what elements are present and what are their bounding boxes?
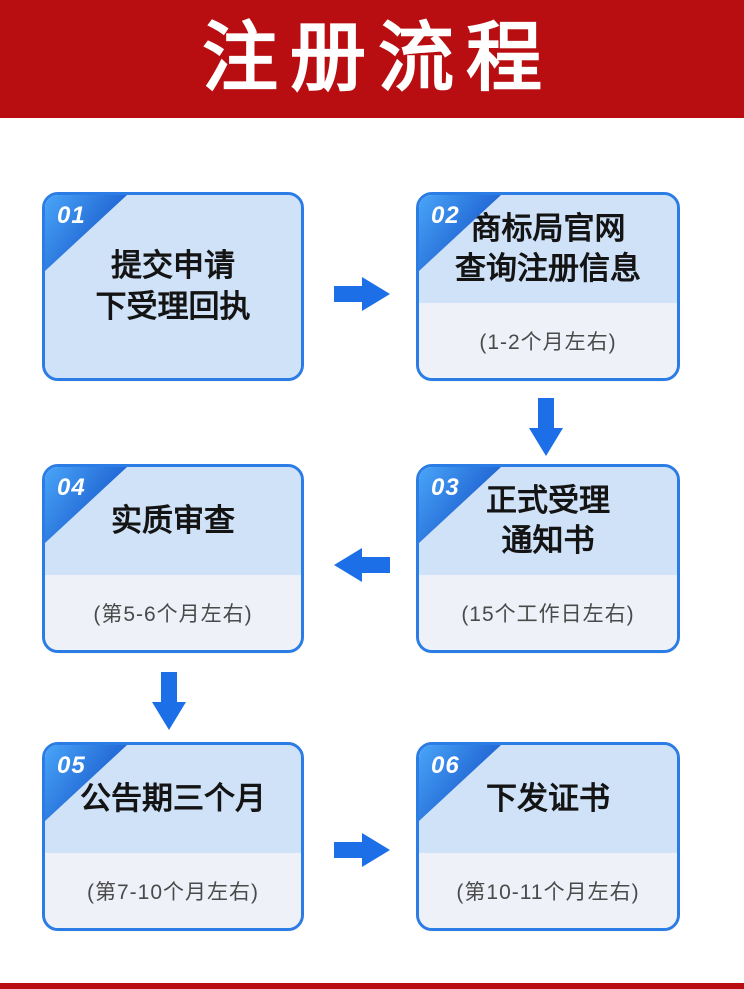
page-title: 注册流程: [202, 16, 554, 101]
step-title: 公告期三个月: [80, 781, 266, 816]
arrow-right-icon: [334, 833, 390, 867]
banner: 注册流程: [0, 0, 744, 118]
step-card-02: 02 商标局官网 查询注册信息 (1-2个月左右): [416, 192, 680, 381]
step-card-06: 06 下发证书 (第10-11个月左右): [416, 742, 680, 931]
step-title: 提交申请 下受理回执: [95, 248, 251, 324]
step-number: 01: [57, 202, 86, 229]
step-subtitle: (1-2个月左右): [479, 330, 617, 354]
step-subtitle-area: (第7-10个月左右): [45, 853, 301, 928]
step-number: 06: [431, 752, 460, 779]
step-subtitle: (第5-6个月左右): [93, 602, 253, 626]
step-title: 商标局官网 查询注册信息: [455, 210, 641, 287]
step-title: 下发证书: [486, 781, 610, 816]
step-subtitle: (第7-10个月左右): [86, 880, 260, 904]
step-card-04: 04 实质审查 (第5-6个月左右): [42, 464, 304, 653]
step-subtitle-area: (15个工作日左右): [419, 575, 677, 650]
step-title: 实质审查: [111, 503, 235, 538]
step-number: 03: [431, 474, 460, 501]
arrow-down-icon: [529, 398, 563, 456]
step-card-05: 05 公告期三个月 (第7-10个月左右): [42, 742, 304, 931]
arrow-left-icon: [334, 548, 390, 582]
arrow-down-icon: [152, 672, 186, 730]
step-subtitle: (第10-11个月左右): [456, 880, 640, 904]
step-title-area: 正式受理 通知书: [419, 467, 677, 576]
step-number: 02: [431, 202, 460, 229]
step-subtitle: (15个工作日左右): [461, 602, 635, 626]
step-subtitle-area: (第5-6个月左右): [45, 575, 301, 650]
arrow-right-icon: [334, 277, 390, 311]
step-title: 正式受理 通知书: [486, 482, 610, 559]
step-card-01: 01 提交申请 下受理回执: [42, 192, 304, 381]
step-card-03: 03 正式受理 通知书 (15个工作日左右): [416, 464, 680, 653]
step-subtitle-area: (第10-11个月左右): [419, 853, 677, 928]
step-subtitle-area: (1-2个月左右): [419, 303, 677, 378]
step-number: 05: [57, 752, 86, 779]
bottom-strip: [0, 983, 744, 989]
step-number: 04: [57, 474, 86, 501]
